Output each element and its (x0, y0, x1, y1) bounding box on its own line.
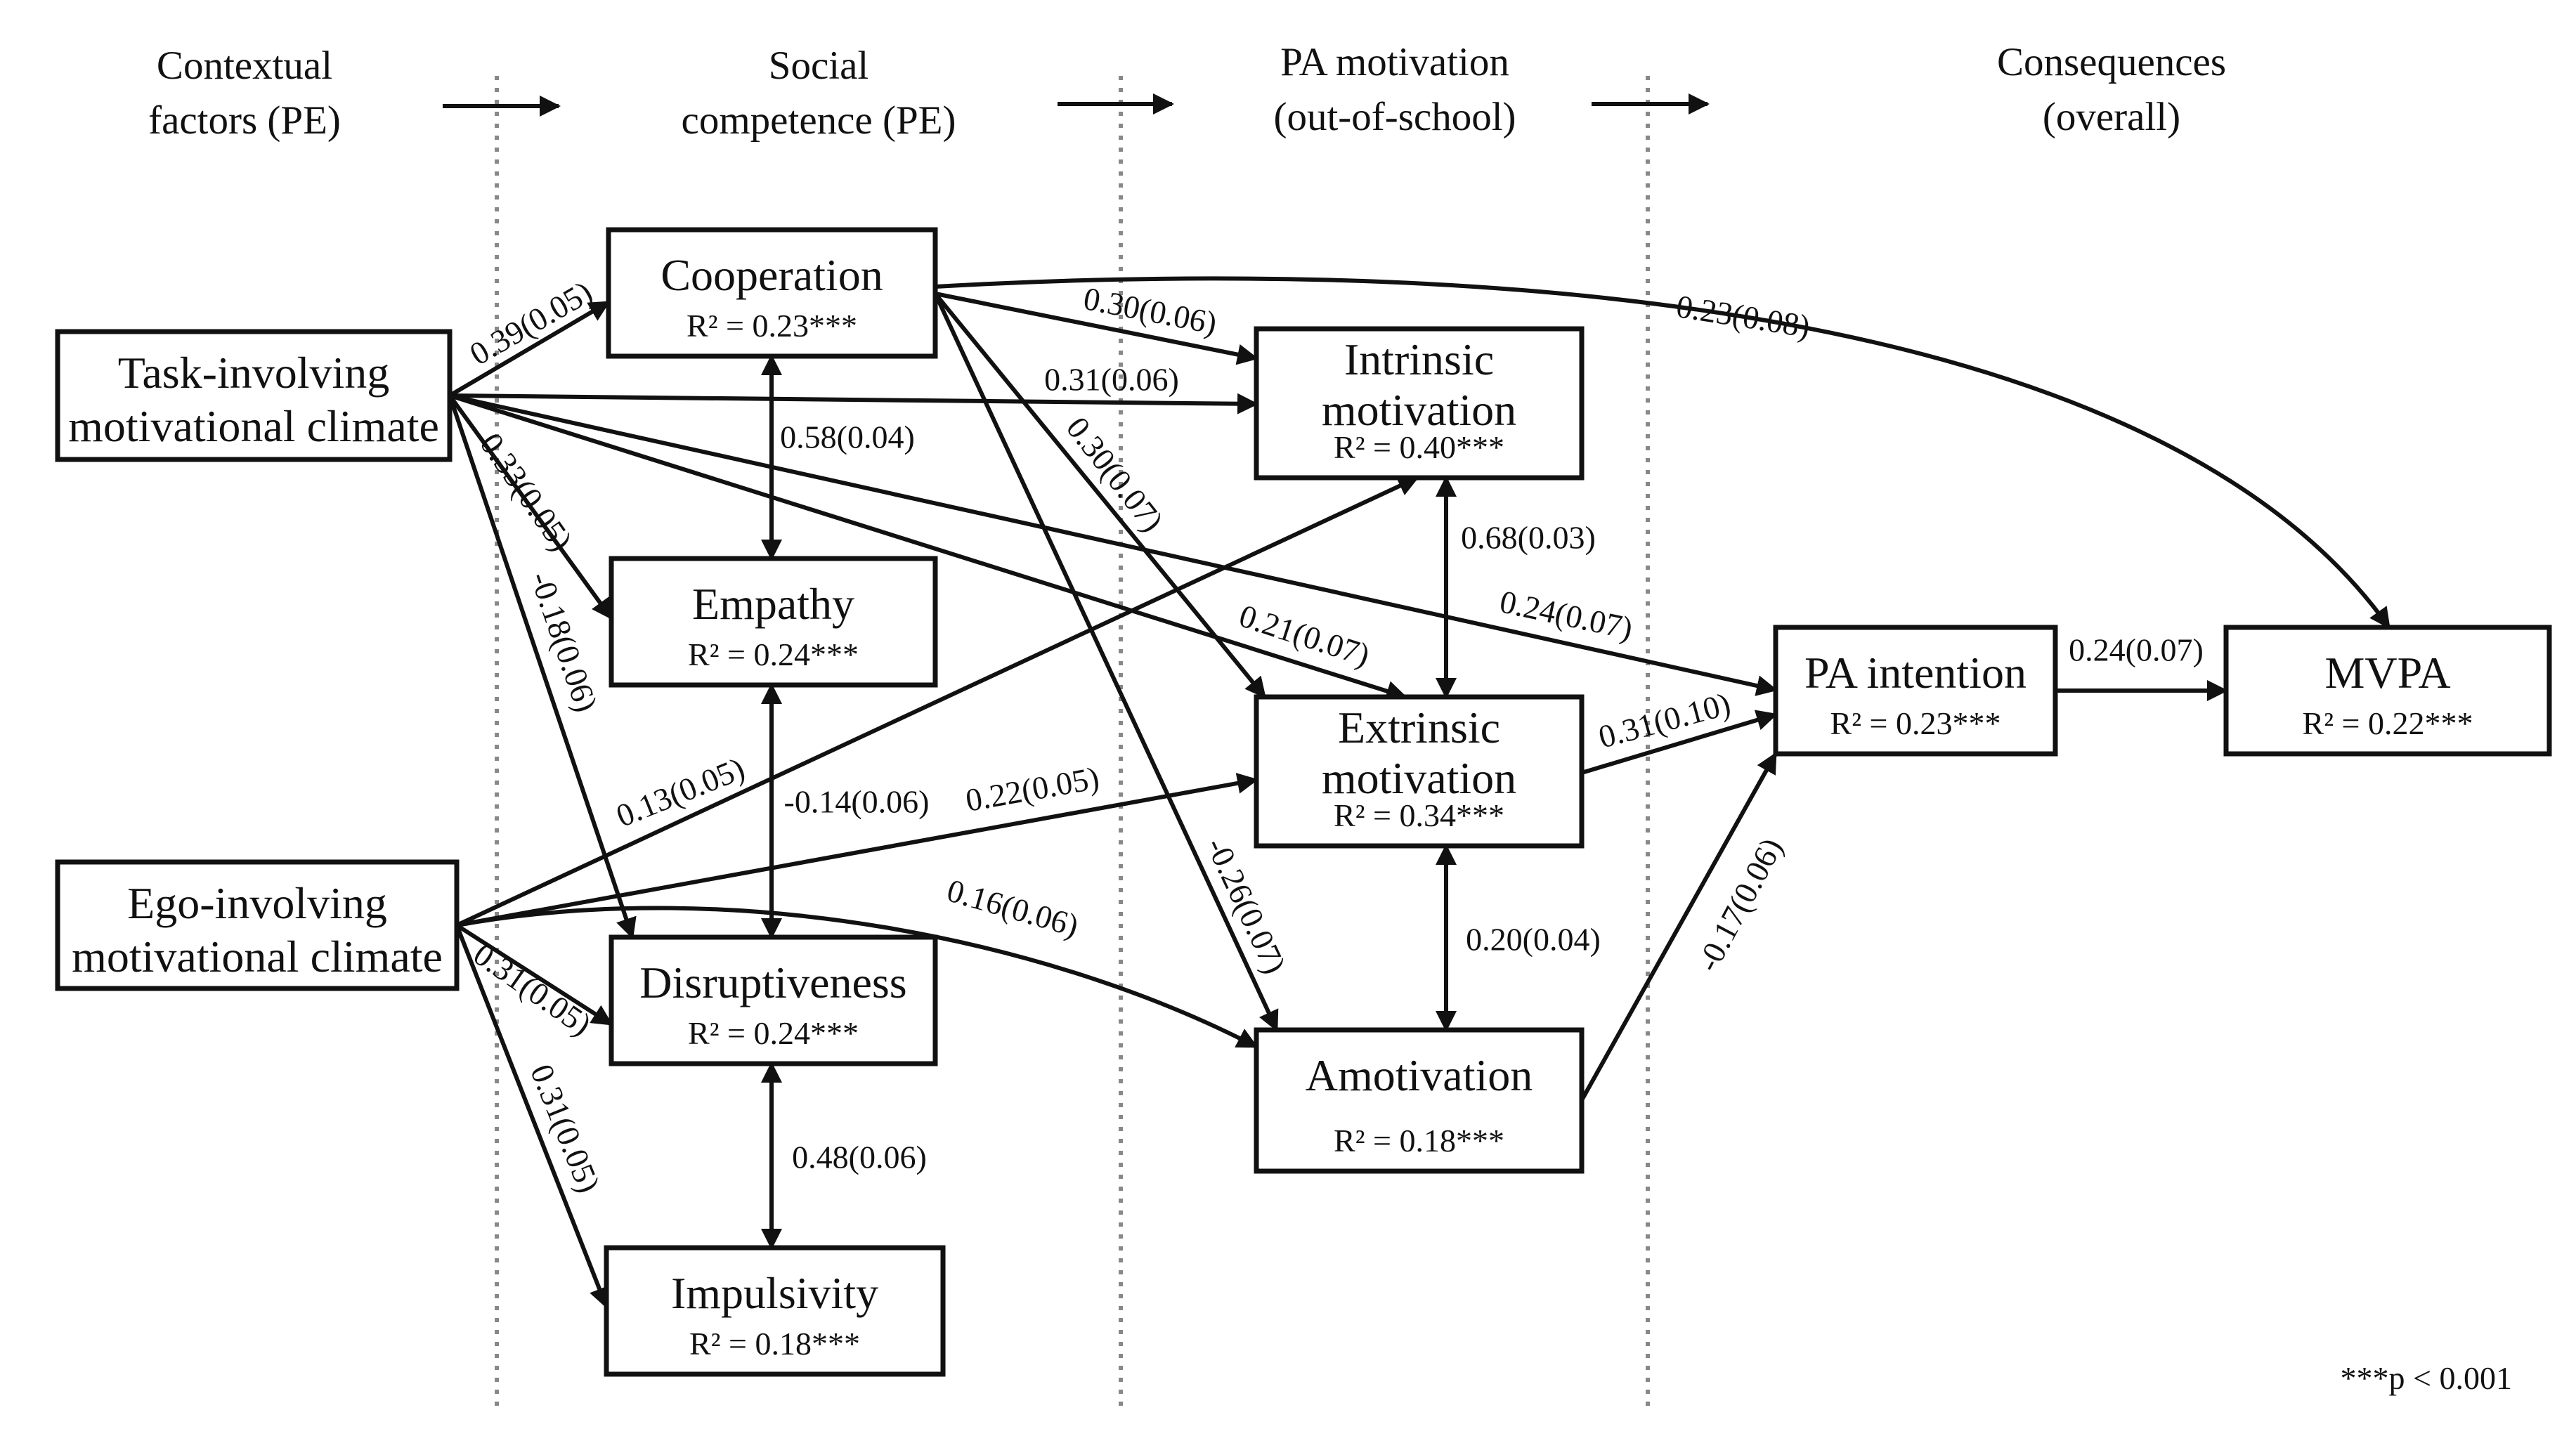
coef-label-task-coop: 0.39(0.05) (464, 274, 598, 372)
edge-ego-imp (455, 924, 610, 1309)
node-label: Amotivation (1306, 1050, 1533, 1100)
node-box (609, 556, 938, 688)
coef-label-task-intr: 0.31(0.06) (1044, 362, 1179, 398)
node-box (55, 329, 453, 462)
node-box (55, 859, 460, 991)
path-edges (448, 276, 2391, 1309)
node-emp: Empathy R² = 0.24*** (609, 556, 938, 688)
coef-label-pai-mvpa: 0.24(0.07) (2069, 632, 2204, 668)
node-label: Disruptiveness (639, 958, 906, 1007)
coef-label-ego-disr: 0.31(0.05) (467, 936, 598, 1043)
node-label: motivation (1322, 385, 1516, 435)
coef-label-ego-amot: 0.16(0.06) (943, 872, 1082, 944)
node-r-squared: R² = 0.22*** (2303, 705, 2473, 741)
node-r-squared: R² = 0.18*** (689, 1326, 860, 1362)
node-label: Task-involving (118, 348, 390, 398)
node-box (2223, 625, 2552, 757)
node-label: PA intention (1804, 648, 2027, 698)
node-imp: Impulsivity R² = 0.18*** (604, 1245, 946, 1377)
node-label: Impulsivity (671, 1268, 878, 1318)
significance-note: ***p < 0.001 (2341, 1360, 2512, 1396)
node-label: Intrinsic (1344, 334, 1494, 384)
column-headers: Contextual factors (PE) Social competence (… (148, 40, 2226, 143)
coef-label-coop-emp: 0.58(0.04) (780, 419, 915, 455)
node-amot: Amotivation R² = 0.18*** (1254, 1027, 1585, 1174)
coef-label-task-emp: 0.33(0.05) (473, 426, 580, 557)
node-coop: Cooperation R² = 0.23*** (606, 227, 938, 359)
node-label: Ego-involving (127, 878, 387, 928)
coef-label-amot-pai: -0.17(0.06) (1690, 832, 1790, 977)
node-label: Cooperation (661, 250, 883, 300)
edge-extr-pai (1581, 710, 1778, 775)
coef-label-task-pai: 0.24(0.07) (1497, 583, 1636, 646)
node-label: motivational climate (72, 932, 443, 981)
edge-task-extr (449, 393, 1407, 702)
node-r-squared: R² = 0.24*** (688, 1015, 859, 1051)
column-header-arrows (443, 93, 1710, 117)
coef-label-ego-extr: 0.22(0.05) (963, 759, 1102, 818)
node-box (609, 934, 938, 1066)
column-header-social: Social (769, 44, 869, 88)
coef-label-coop-extr: 0.30(0.07) (1060, 410, 1171, 538)
column-header-context: factors (PE) (148, 98, 341, 143)
column-header-social: competence (PE) (682, 98, 956, 143)
node-box (1254, 1027, 1585, 1174)
node-r-squared: R² = 0.40*** (1334, 429, 1504, 465)
node-label: MVPA (2324, 648, 2450, 698)
edge-amot-pai (1580, 752, 1778, 1102)
coef-label-coop-mvpa: 0.23(0.08) (1674, 288, 1812, 344)
column-header-motivation: (out-of-school) (1273, 95, 1516, 139)
node-box (604, 1245, 946, 1377)
node-label: Extrinsic (1338, 703, 1500, 752)
column-header-context: Contextual (157, 44, 332, 88)
node-label: motivation (1322, 753, 1516, 803)
coef-label-emp-disr: -0.14(0.06) (784, 784, 930, 820)
node-r-squared: R² = 0.18*** (1334, 1123, 1504, 1158)
column-header-consequences: (overall) (2043, 95, 2180, 139)
node-r-squared: R² = 0.34*** (1334, 797, 1504, 833)
coef-label-extr-pai: 0.31(0.10) (1595, 686, 1734, 755)
edge-task-pai (449, 393, 1778, 696)
node-box (606, 227, 938, 359)
edge-task-coop (448, 300, 611, 398)
node-box (1773, 625, 2058, 757)
edge-task-intr (449, 393, 1258, 415)
node-box (1254, 694, 1585, 849)
node-box (1254, 326, 1585, 481)
coef-label-disr-imp: 0.48(0.06) (792, 1140, 927, 1175)
edge-ego-intr (455, 476, 1419, 927)
edge-coop-amot (933, 292, 1279, 1032)
coef-label-task-extr: 0.21(0.07) (1235, 597, 1374, 673)
node-mvpa: MVPA R² = 0.22*** (2223, 625, 2552, 757)
edge-task-emp (448, 394, 613, 620)
edge-coop-mvpa (935, 276, 2391, 629)
edge-coop-extr (933, 292, 1267, 699)
edge-ego-disr (455, 923, 613, 1026)
coef-label-intr-extr: 0.68(0.03) (1461, 520, 1596, 556)
node-label: Empathy (692, 579, 854, 629)
column-header-consequences: Consequences (1997, 40, 2226, 84)
node-label: motivational climate (68, 401, 439, 451)
column-separators (495, 76, 1650, 1412)
node-pai: PA intention R² = 0.23*** (1773, 625, 2058, 757)
edge-coop-intr (935, 292, 1258, 365)
edge-ego-extr (456, 773, 1258, 927)
column-header-motivation: PA motivation (1280, 40, 1509, 84)
edge-task-disr (448, 395, 637, 939)
node-r-squared: R² = 0.23*** (687, 308, 857, 344)
coef-label-coop-amot: -0.26(0.07) (1199, 832, 1294, 979)
node-r-squared: R² = 0.24*** (688, 637, 859, 672)
edge-ego-amot (456, 906, 1258, 1049)
node-disr: Disruptiveness R² = 0.24*** (609, 934, 938, 1066)
node-r-squared: R² = 0.23*** (1830, 705, 2001, 741)
coef-label-coop-intr: 0.30(0.06) (1081, 280, 1220, 341)
coef-label-extr-amot: 0.20(0.04) (1466, 922, 1601, 958)
